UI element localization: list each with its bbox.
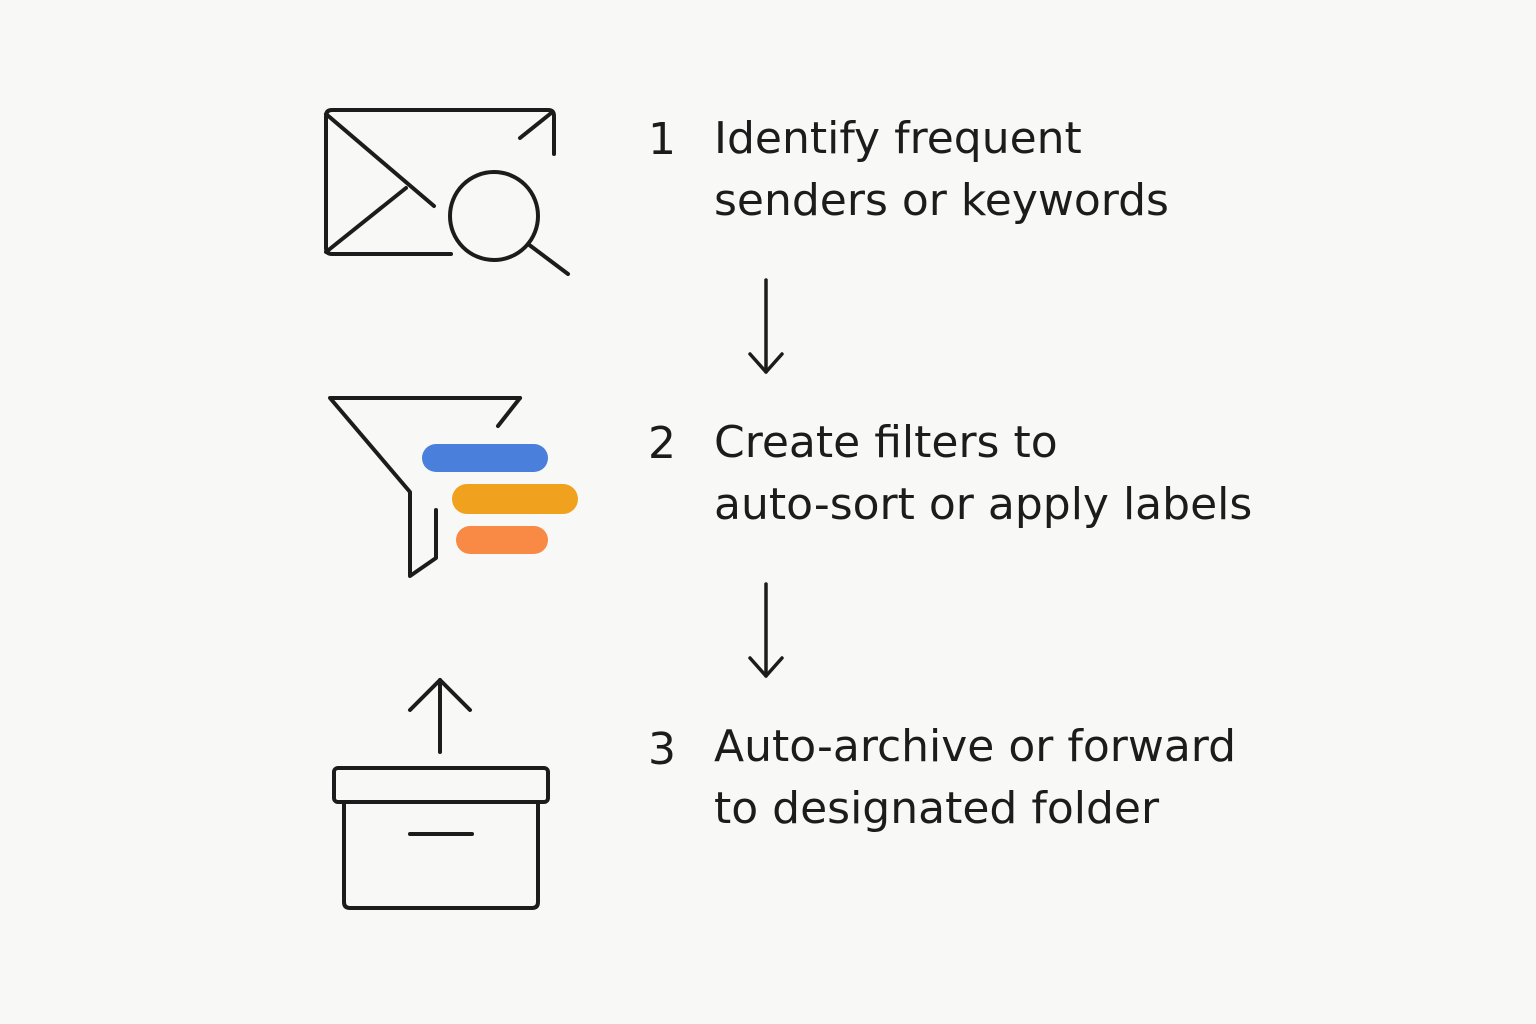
envelope-search-icon (318, 102, 578, 280)
step-1-line-1: Identify frequent (714, 113, 1082, 164)
step-number-3: 3 (648, 724, 676, 775)
step-text-2: Create filters to auto-sort or apply lab… (714, 412, 1252, 536)
step-text-1: Identify frequent senders or keywords (714, 108, 1169, 232)
down-arrow-icon (742, 278, 790, 378)
step-number-1: 1 (648, 114, 676, 165)
step-3-line-1: Auto-archive or forward (714, 721, 1237, 772)
step-3-line-2: to designated folder (714, 783, 1160, 834)
step-1-line-2: senders or keywords (714, 175, 1169, 226)
step-number-2: 2 (648, 418, 676, 469)
down-arrow-icon (742, 582, 790, 682)
step-2-line-1: Create filters to (714, 417, 1058, 468)
archive-box-upload-icon (328, 674, 556, 914)
filter-labels-icon (322, 390, 584, 582)
step-2-line-2: auto-sort or apply labels (714, 479, 1253, 530)
step-text-3: Auto-archive or forward to designated fo… (714, 716, 1236, 840)
